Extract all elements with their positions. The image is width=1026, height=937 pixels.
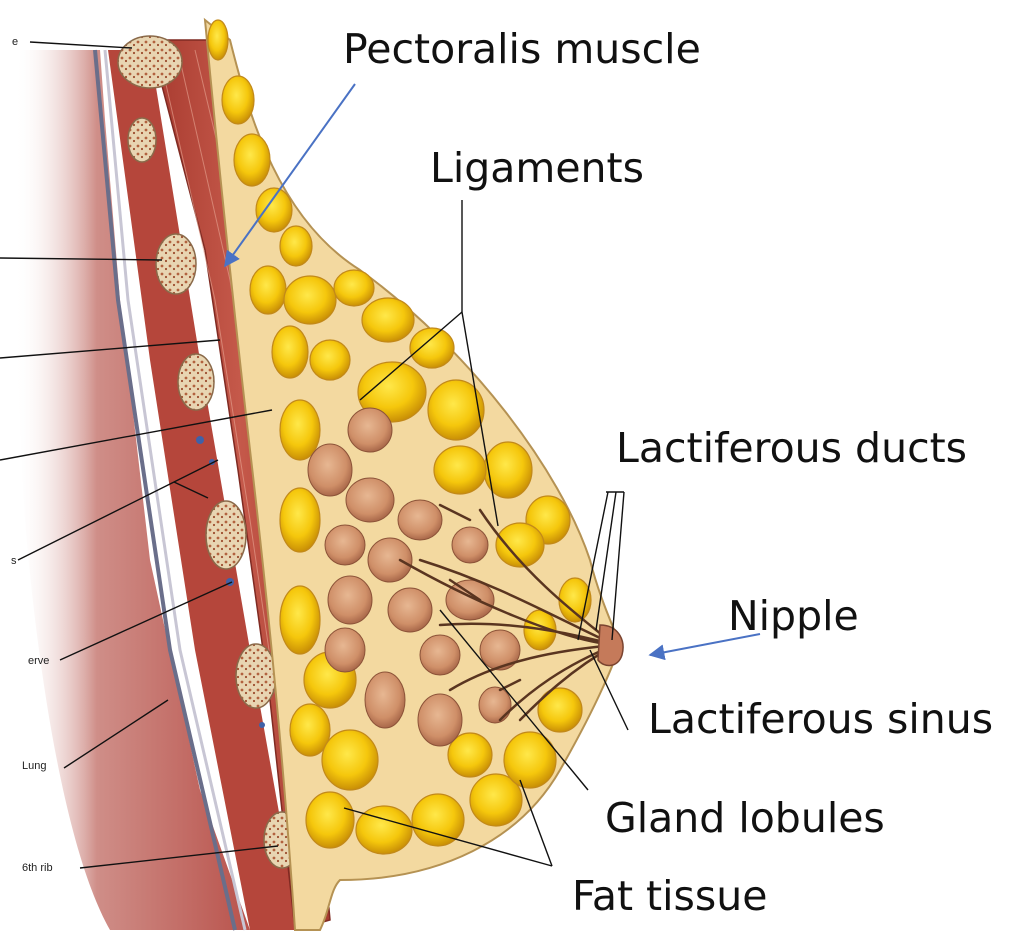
label-partial-erve: erve bbox=[28, 656, 49, 667]
label-partial-e: e bbox=[12, 37, 18, 48]
label-gland-lobules: Gland lobules bbox=[605, 798, 885, 839]
label-fat-tissue: Fat tissue bbox=[572, 876, 767, 917]
label-pectoralis-muscle: Pectoralis muscle bbox=[343, 29, 701, 70]
rib-4 bbox=[178, 354, 214, 410]
label-partial-s: s bbox=[11, 556, 17, 567]
rib-5 bbox=[206, 501, 246, 569]
rib-6 bbox=[236, 644, 276, 708]
rib-1 bbox=[118, 36, 182, 88]
label-lung: Lung bbox=[22, 761, 46, 772]
label-6th-rib: 6th rib bbox=[22, 863, 53, 874]
nipple bbox=[598, 625, 623, 665]
label-ligaments: Ligaments bbox=[430, 148, 644, 189]
label-nipple: Nipple bbox=[728, 596, 859, 637]
label-lactiferous-sinus: Lactiferous sinus bbox=[648, 699, 993, 740]
rib-3 bbox=[156, 234, 196, 294]
rib-2 bbox=[128, 118, 156, 162]
label-lactiferous-ducts: Lactiferous ducts bbox=[616, 428, 967, 469]
